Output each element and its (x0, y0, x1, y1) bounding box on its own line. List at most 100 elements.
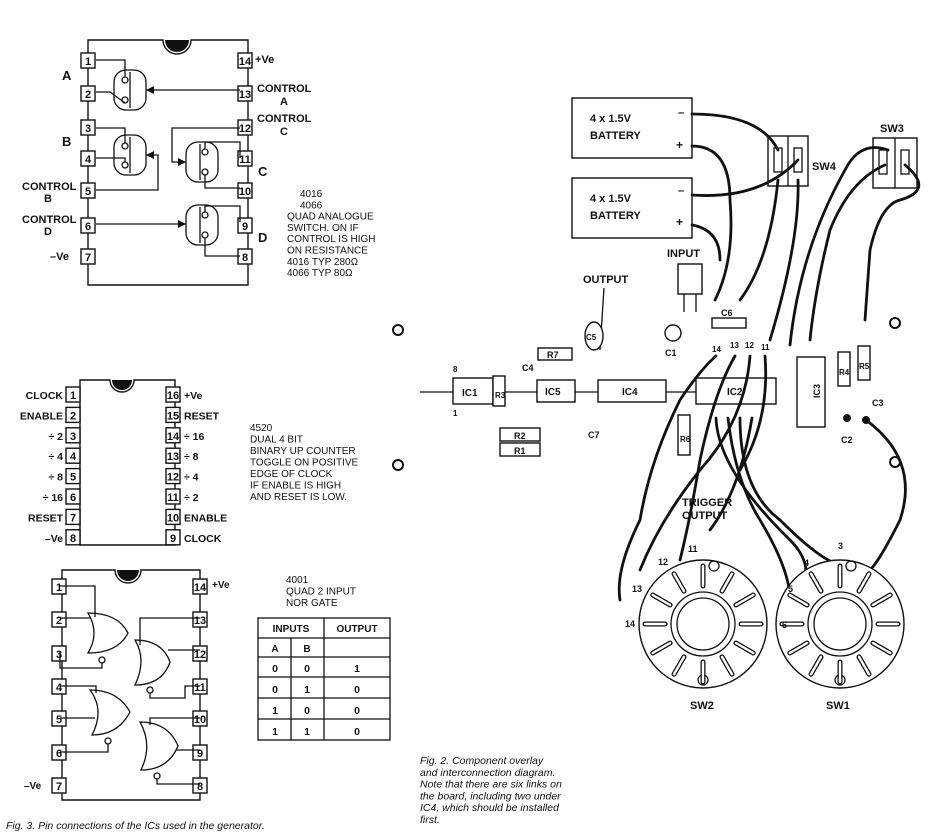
ic4520-right-pin-label: ÷ 16 (184, 431, 205, 443)
ic4520-pin-15: 15 (165, 406, 181, 424)
sw1-pin-4: 4 (804, 558, 809, 568)
ic4001-pin-7: 7 (51, 777, 67, 794)
ic4520-right-pin-label: +Ve (184, 390, 203, 402)
switch-c-symbol (171, 127, 241, 189)
ic4001-pin-12-number: 12 (194, 649, 206, 661)
ic4520-pin-3: 3 (65, 427, 81, 444)
ic4016-pin-11: 11 (237, 150, 253, 167)
ic4520-pin-13: 13 (165, 447, 181, 464)
ic4001-pin-14-number: 14 (194, 582, 207, 594)
sw3-label: SW3 (880, 123, 904, 135)
ic4016-desc-line: 4066 TYP 80Ω (287, 268, 353, 279)
c2-label: C2 (841, 435, 853, 445)
ic4016-pin-11-number: 11 (239, 154, 251, 166)
ic4001-pin-8-number: 8 (197, 781, 203, 793)
fig3-caption: Fig. 3. Pin connections of the ICs used … (6, 820, 265, 832)
ic4016-pin-2: 2 (80, 85, 96, 102)
ic4520-pin-14: 14 (165, 427, 181, 444)
battery-1-plus: + (676, 138, 683, 152)
truth-header-output: OUTPUT (336, 624, 377, 635)
ic4520-pin-15-number: 15 (167, 410, 179, 422)
ic4520-pin-2-number: 2 (70, 410, 76, 422)
truth-table-cell: 0 (272, 684, 278, 696)
ic4001-pin-5-number: 5 (56, 714, 62, 726)
truth-table-cell: 1 (304, 726, 310, 738)
ic4016-pin-14-number: 14 (239, 56, 252, 68)
c5-label: C5 (586, 333, 597, 342)
nor-gate-4 (138, 717, 200, 785)
ic4520-pin-4: 4 (65, 447, 81, 464)
nor-gate-3 (60, 685, 131, 753)
ic4001-pin-13-number: 13 (194, 615, 206, 627)
ic4001-pin-8: 8 (192, 777, 208, 794)
ic5-label: IC5 (545, 387, 561, 398)
rotary-switch-sw2: SW2 12 11 13 14 (625, 544, 768, 712)
ic4520-left-pin-label: ENABLE (20, 410, 63, 422)
ic4001-pin-4-number: 4 (56, 682, 63, 694)
truth-table-cell: 1 (272, 705, 278, 717)
ic4016-pin-3: 3 (80, 119, 96, 136)
ic4520-desc-line: 4520 (250, 423, 273, 434)
ic4016-vminus-label: –Ve (50, 251, 69, 263)
ic4016-pin-3-number: 3 (85, 123, 91, 135)
ic4001-pin-14: 14 (192, 578, 208, 595)
ic4520-pin-8-number: 8 (70, 533, 76, 545)
switch-b-label: B (62, 134, 71, 149)
output-label: OUTPUT (583, 274, 629, 286)
ic4520-pin-10: 10 (165, 508, 181, 526)
control-a-label: CONTROL (257, 83, 312, 95)
c4-label: C4 (522, 363, 534, 373)
switch-d-label: D (258, 230, 267, 245)
ic2-pin-14: 14 (712, 345, 721, 354)
ic1-label: IC1 (462, 388, 478, 399)
ic4520-pin-1: 1 (65, 386, 81, 403)
switch-sw3: SW3 (872, 123, 918, 189)
input-label: INPUT (667, 248, 700, 260)
control-b-letter: B (44, 193, 52, 205)
fig2-caption-line: first. (420, 814, 440, 826)
ic4520-pin-8: 8 (65, 529, 81, 546)
ic2-pin-11: 11 (761, 343, 770, 352)
switch-sw4: SW4 (767, 135, 837, 187)
ic4016-pin-5: 5 (80, 182, 96, 199)
ic4520-left-pin-label: RESET (28, 512, 64, 524)
ic4520-desc-line: DUAL 4 BIT (250, 435, 303, 446)
ic4016-pin-4-number: 4 (85, 154, 92, 166)
battery-1-label: BATTERY (590, 130, 641, 142)
ic4520-pin-7-number: 7 (70, 512, 76, 524)
ic4016-pin-12: 12 (237, 119, 253, 136)
ic4016-pin-9: 9 (237, 217, 253, 234)
sw2-pin-11: 11 (688, 544, 698, 554)
control-a-letter: A (280, 96, 288, 108)
battery-1-voltage: 4 x 1.5V (590, 113, 632, 125)
ic3-label: IC3 (812, 384, 822, 398)
ic4520-pin-6: 6 (65, 488, 81, 505)
ic4016-desc-line: QUAD ANALOGUE (287, 212, 374, 223)
r4-label: R4 (839, 368, 850, 377)
ic4520-left-pin-label: –Ve (45, 533, 63, 545)
ic4001-pin-7-number: 7 (56, 781, 62, 793)
ic4001-vplus-label: +Ve (212, 580, 230, 591)
ic2-label: IC2 (727, 387, 743, 398)
ic4520-left-pin-label: ÷ 8 (48, 472, 63, 484)
ic4016-pin-6-number: 6 (85, 221, 91, 233)
truth-table-cell: 0 (304, 705, 310, 717)
trigger-output-label-1: TRIGGER (682, 497, 732, 509)
ic4520-pin-14-number: 14 (167, 431, 180, 443)
sw1-pin-6: 6 (782, 620, 787, 630)
truth-table-cell: 0 (354, 684, 360, 696)
ic4520-pin-3-number: 3 (70, 431, 76, 443)
ic4520-left-pin-label: ÷ 16 (43, 492, 64, 504)
battery-2-voltage: 4 x 1.5V (590, 193, 632, 205)
ic4520-pin-12: 12 (165, 467, 181, 485)
ic4001-pin-3: 3 (51, 645, 67, 662)
component-overlay: 4 x 1.5V BATTERY – + 4 x 1.5V BATTERY – … (420, 97, 921, 826)
ic1-pin-8: 8 (453, 365, 458, 374)
ic4016-pin-12-number: 12 (239, 123, 251, 135)
